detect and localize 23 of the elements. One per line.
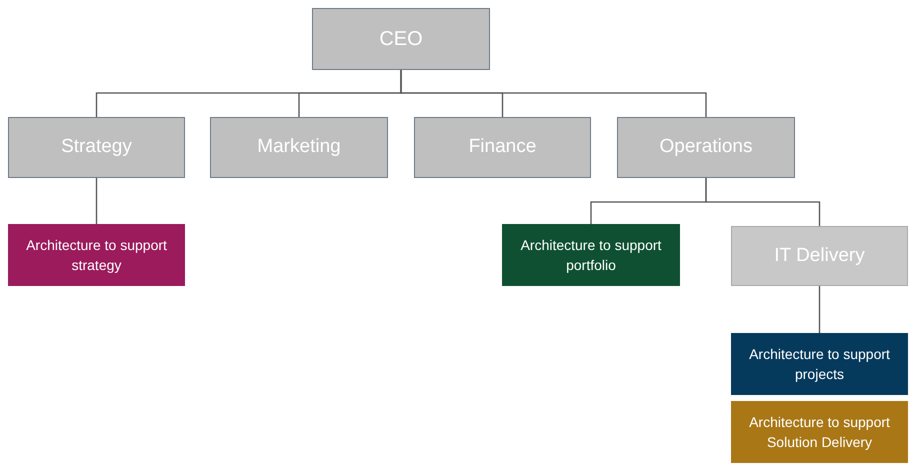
box-label: Architecture to support strategy — [25, 236, 168, 275]
connector-line — [96, 178, 98, 224]
box-label: Architecture to support projects — [748, 345, 891, 384]
connector-line — [705, 178, 820, 226]
box-label: Architecture to support Solution Delivery — [748, 413, 891, 452]
box-label: Marketing — [257, 135, 341, 160]
org-box — [414, 117, 591, 178]
box-label: Architecture to support portfolio — [520, 236, 662, 275]
connector-line — [400, 70, 707, 117]
org-box — [502, 224, 680, 286]
org-box — [210, 117, 388, 178]
org-box — [617, 117, 795, 178]
connector-line — [818, 286, 820, 333]
org-box — [731, 226, 908, 286]
org-box — [731, 401, 908, 463]
box-label: Finance — [468, 135, 536, 160]
org-box — [8, 224, 185, 286]
box-label: Strategy — [61, 135, 132, 160]
box-label: CEO — [379, 27, 423, 52]
org-box — [312, 8, 490, 70]
org-box — [8, 117, 185, 178]
box-label: Operations — [660, 135, 752, 160]
org-box — [731, 333, 908, 395]
